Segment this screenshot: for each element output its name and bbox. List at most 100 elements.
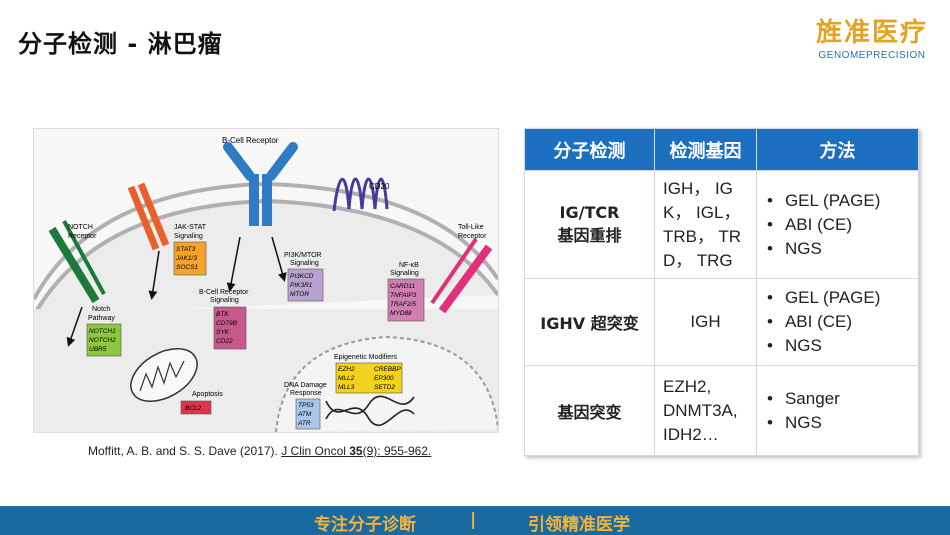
- tolllike-receptor-label-2: Receptor: [458, 233, 487, 240]
- gene-ezh2: EZH2: [338, 366, 355, 373]
- row-genes: IGH: [654, 278, 757, 366]
- nfkb-gene-box: [387, 278, 425, 322]
- arrow-pi3k: [271, 236, 287, 282]
- bcell-receptor-label: B-Cell Receptor: [222, 136, 279, 145]
- gene-mtor: MTOR: [290, 291, 309, 298]
- apoptosis-gene-box: [180, 400, 212, 415]
- footer-slogan-right: 引领精准医学: [528, 515, 630, 535]
- gene-mll2: MLL2: [338, 375, 355, 382]
- jakstat-signaling-title: Signaling: [174, 233, 203, 240]
- citation-authors: Moffitt, A. B. and S. S. Dave (2017).: [88, 444, 282, 458]
- method-item: NGS: [767, 411, 908, 435]
- gene-cd79b: CD79B: [216, 320, 238, 327]
- method-item: ABI (CE): [767, 213, 908, 237]
- row-name: IGHV 超突变: [524, 278, 655, 366]
- apoptosis-title: Apoptosis: [192, 391, 223, 398]
- method-item: Sanger: [767, 387, 908, 411]
- arrow-jakstat: [148, 250, 160, 300]
- method-item: NGS: [767, 334, 908, 358]
- logo-chinese: 旌准医疗: [815, 18, 928, 48]
- gene-tp53: TP53: [298, 402, 314, 409]
- row-genes: EZH2, DNMT3A, IDH2…: [654, 365, 757, 456]
- arrow-notch: [66, 306, 83, 347]
- table-row: IG/TCR 基因重排 IGH， IG K， IGL， TRB， TR D， T…: [524, 170, 919, 279]
- notch-pathway-title-2: Pathway: [88, 315, 115, 322]
- jakstat-receptor-label: JAK-STAT: [174, 224, 207, 231]
- molecular-testing-table: 分子检测 检测基因 方法 IG/TCR 基因重排 IGH， IG K， IGL，…: [524, 128, 919, 456]
- gene-bcl2: BCL2: [185, 405, 202, 412]
- gene-syk: SYK: [216, 329, 230, 336]
- footer-separator: |: [470, 510, 477, 530]
- gene-pi3kcd: PI3KCD: [290, 273, 314, 280]
- cd20-shape: [332, 177, 389, 212]
- figure-citation: Moffitt, A. B. and S. S. Dave (2017). J …: [88, 444, 431, 458]
- table-header-row: 分子检测 检测基因 方法: [524, 128, 919, 171]
- pi3k-title-2: Signaling: [290, 260, 319, 267]
- row-methods: GEL (PAGE) ABI (CE) NGS: [756, 170, 919, 279]
- tolllike-receptor-label-1: Toll-Like: [458, 224, 484, 231]
- gene-btk: BTK: [216, 311, 229, 318]
- bcr-title-2: Signaling: [210, 297, 239, 304]
- gene-tnfaip3: TNFAIP3: [390, 292, 417, 299]
- gene-stat3: STAT3: [176, 246, 196, 253]
- row-methods: GEL (PAGE) ABI (CE) NGS: [756, 278, 919, 366]
- tolllike-receptor-shape: [430, 237, 493, 314]
- gene-ep300: EP300: [374, 375, 394, 382]
- notch-receptor-label-1: NOTCH: [68, 224, 93, 231]
- citation-volume: 35: [349, 444, 363, 458]
- gene-ubr5: UBR5: [89, 346, 107, 353]
- notch-pathway-title-1: Notch: [92, 306, 110, 313]
- bcr-title-1: B-Cell Receptor: [199, 289, 249, 296]
- gene-traf25: TRAF2/5: [390, 301, 416, 308]
- company-logo: 旌准医疗 GENOMEPRECISION: [812, 18, 932, 61]
- method-item: ABI (CE): [767, 310, 908, 334]
- gene-setd2: SETD2: [374, 384, 395, 391]
- notch-receptor-shape: [48, 220, 106, 304]
- nfkb-title-1: NF-κB: [399, 262, 419, 269]
- epigenetic-gene-box: [335, 362, 403, 394]
- citation-rest: (9): 955-962.: [362, 444, 432, 458]
- notch-receptor-label-2: Receptor: [68, 233, 97, 240]
- dnadamage-title-1: DNA Damage: [284, 382, 327, 389]
- dnadamage-title-2: Response: [290, 390, 322, 397]
- footer-bar: 专注分子诊断 | 引领精准医学: [0, 506, 950, 535]
- gene-notch1: NOTCH1: [89, 328, 116, 335]
- gene-jak13: JAK1/3: [175, 255, 197, 262]
- header-genes: 检测基因: [654, 128, 757, 171]
- logo-english: GENOMEPRECISION: [818, 50, 926, 61]
- gene-crebbp: CREBBP: [374, 366, 401, 373]
- notch-gene-box: [86, 323, 122, 357]
- bcell-receptor-shape: [223, 142, 298, 226]
- jakstat-gene-box: [173, 241, 207, 276]
- row-methods: Sanger NGS: [756, 365, 919, 456]
- jakstat-receptor-shape: [127, 182, 170, 251]
- table-row: IGHV 超突变 IGH GEL (PAGE) ABI (CE) NGS: [524, 278, 919, 366]
- method-item: GEL (PAGE): [767, 189, 908, 213]
- lymphoma-pathway-figure: B-Cell Receptor CD20 NOTCH Receptor JAK-…: [33, 128, 499, 433]
- dnadamage-gene-box: [295, 398, 321, 430]
- gene-notch2: NOTCH2: [89, 337, 116, 344]
- cd20-label: CD20: [369, 182, 390, 191]
- gene-myd88: MYD88: [390, 310, 412, 317]
- epigenetic-title: Epigenetic Modifiers: [334, 354, 398, 361]
- page-title: 分子检测 - 淋巴瘤: [18, 30, 223, 58]
- row-name: IG/TCR 基因重排: [524, 170, 655, 279]
- arrow-bcr: [226, 236, 241, 292]
- gene-atr: ATR: [297, 420, 311, 427]
- table-row: 基因突变 EZH2, DNMT3A, IDH2… Sanger NGS: [524, 365, 919, 456]
- pi3k-title-1: PI3K/MTOR: [284, 252, 322, 259]
- row-name: 基因突变: [524, 365, 655, 456]
- gene-pik3r1: PIK3R1: [290, 282, 313, 289]
- method-item: NGS: [767, 237, 908, 261]
- mitochondrion-shape: [130, 348, 198, 402]
- gene-cd22: CD22: [216, 338, 233, 345]
- header-method: 方法: [756, 128, 919, 171]
- gene-atm: ATM: [297, 411, 312, 418]
- pi3k-gene-box: [287, 268, 324, 302]
- method-item: GEL (PAGE): [767, 286, 908, 310]
- nfkb-title-2: Signaling: [390, 270, 419, 277]
- gene-card11: CARD11: [390, 283, 416, 290]
- footer-slogan-left: 专注分子诊断: [314, 515, 416, 535]
- citation-journal[interactable]: J Clin Oncol 35(9): 955-962.: [281, 444, 432, 458]
- row-genes: IGH， IG K， IGL， TRB， TR D， TRG: [654, 170, 757, 279]
